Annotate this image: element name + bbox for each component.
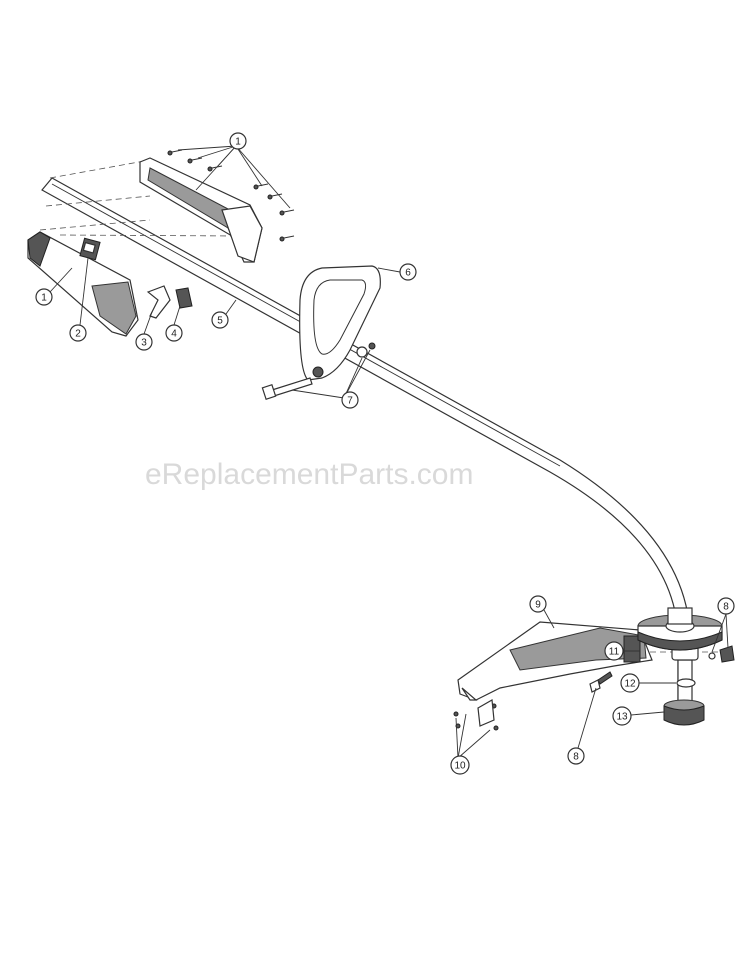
callout-1-top: 1 <box>177 132 291 209</box>
callout-12: 12 <box>620 673 676 693</box>
callout-6: 6 <box>377 263 417 281</box>
d-handle <box>299 265 381 381</box>
callout-9: 9 <box>529 595 555 629</box>
trigger-part <box>146 285 171 319</box>
watermark-text: eReplacementParts.com <box>145 458 473 491</box>
latch-part <box>175 287 193 309</box>
callout-5: 5 <box>211 299 237 329</box>
upper-handle-housing <box>139 157 263 263</box>
callout-2: 2 <box>69 257 89 342</box>
callout-4: 4 <box>165 305 183 342</box>
callout-1-bottom: 1 <box>35 267 73 306</box>
svg-text:4: 4 <box>171 329 177 340</box>
svg-text:1: 1 <box>235 137 241 148</box>
svg-text:12: 12 <box>624 679 636 690</box>
svg-text:6: 6 <box>405 268 411 279</box>
guard-screws <box>453 699 499 731</box>
callout-13: 13 <box>612 706 665 726</box>
trimmer-guard <box>457 621 653 701</box>
svg-text:10: 10 <box>454 761 466 772</box>
switch-part <box>79 237 101 261</box>
trimmer-head <box>637 607 723 651</box>
svg-text:9: 9 <box>535 600 541 611</box>
svg-text:11: 11 <box>609 647 620 658</box>
svg-text:1: 1 <box>41 293 47 304</box>
callout-7: 7 <box>291 349 371 409</box>
callout-3: 3 <box>135 311 153 351</box>
svg-text:8: 8 <box>723 602 729 613</box>
lower-handle-housing <box>27 231 139 337</box>
callout-11: 11 <box>604 641 640 661</box>
callout-10: 10 <box>450 713 491 775</box>
handle-bolt <box>261 377 313 401</box>
svg-text:5: 5 <box>217 316 223 327</box>
bump-knob <box>663 699 705 726</box>
guard-bolt <box>589 671 613 693</box>
svg-text:13: 13 <box>616 712 628 723</box>
housing-screws <box>167 149 295 242</box>
svg-text:8: 8 <box>573 752 579 763</box>
callout-8-right: 8 <box>711 597 735 653</box>
callout-8-bottom: 8 <box>567 687 597 765</box>
svg-text:2: 2 <box>75 329 81 340</box>
svg-text:7: 7 <box>347 396 353 407</box>
svg-text:3: 3 <box>141 338 147 349</box>
head-washer <box>676 678 696 688</box>
